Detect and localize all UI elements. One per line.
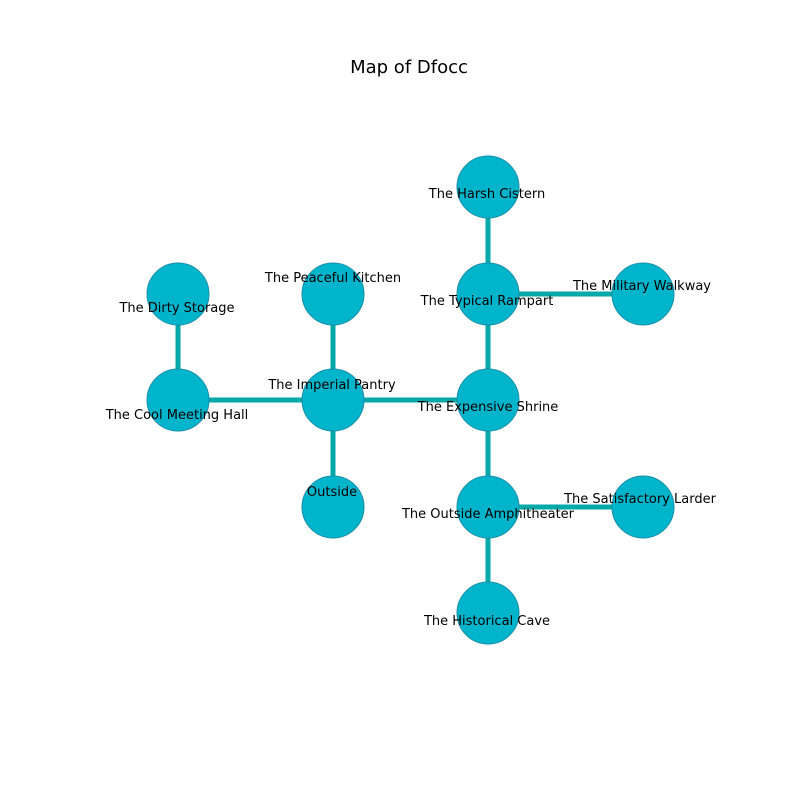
room-node-outside	[301, 475, 365, 539]
room-label-expensive-shrine: The Expensive Shrine	[417, 400, 559, 415]
room-label-historical-cave: The Historical Cave	[423, 614, 550, 629]
room-node-imperial-pantry	[301, 368, 365, 432]
room-label-outside: Outside	[307, 485, 357, 500]
room-label-cool-meeting-hall: The Cool Meeting Hall	[105, 408, 249, 423]
room-node-cool-meeting-hall	[146, 368, 210, 432]
room-node-expensive-shrine	[456, 368, 520, 432]
room-label-satisfactory-larder: The Satisfactory Larder	[563, 492, 716, 507]
room-label-harsh-cistern: The Harsh Cistern	[428, 187, 545, 202]
room-node-military-walkway	[611, 262, 675, 326]
room-label-peaceful-kitchen: The Peaceful Kitchen	[264, 271, 401, 286]
room-node-historical-cave	[456, 581, 520, 645]
room-node-outside-amphitheater	[456, 475, 520, 539]
connection-layer	[175, 187, 643, 613]
room-node-peaceful-kitchen	[301, 262, 365, 326]
room-label-imperial-pantry: The Imperial Pantry	[267, 378, 396, 393]
room-node-dirty-storage	[146, 262, 210, 326]
room-label-military-walkway: The Military Walkway	[572, 279, 711, 294]
room-layer	[146, 155, 675, 645]
room-node-satisfactory-larder	[611, 475, 675, 539]
room-label-typical-rampart: The Typical Rampart	[420, 294, 554, 309]
room-node-harsh-cistern	[456, 155, 520, 219]
room-label-outside-amphitheater: The Outside Amphitheater	[401, 507, 575, 522]
room-label-dirty-storage: The Dirty Storage	[118, 301, 234, 316]
map-title: Map of Dfocc	[350, 57, 468, 78]
room-node-typical-rampart	[456, 262, 520, 326]
